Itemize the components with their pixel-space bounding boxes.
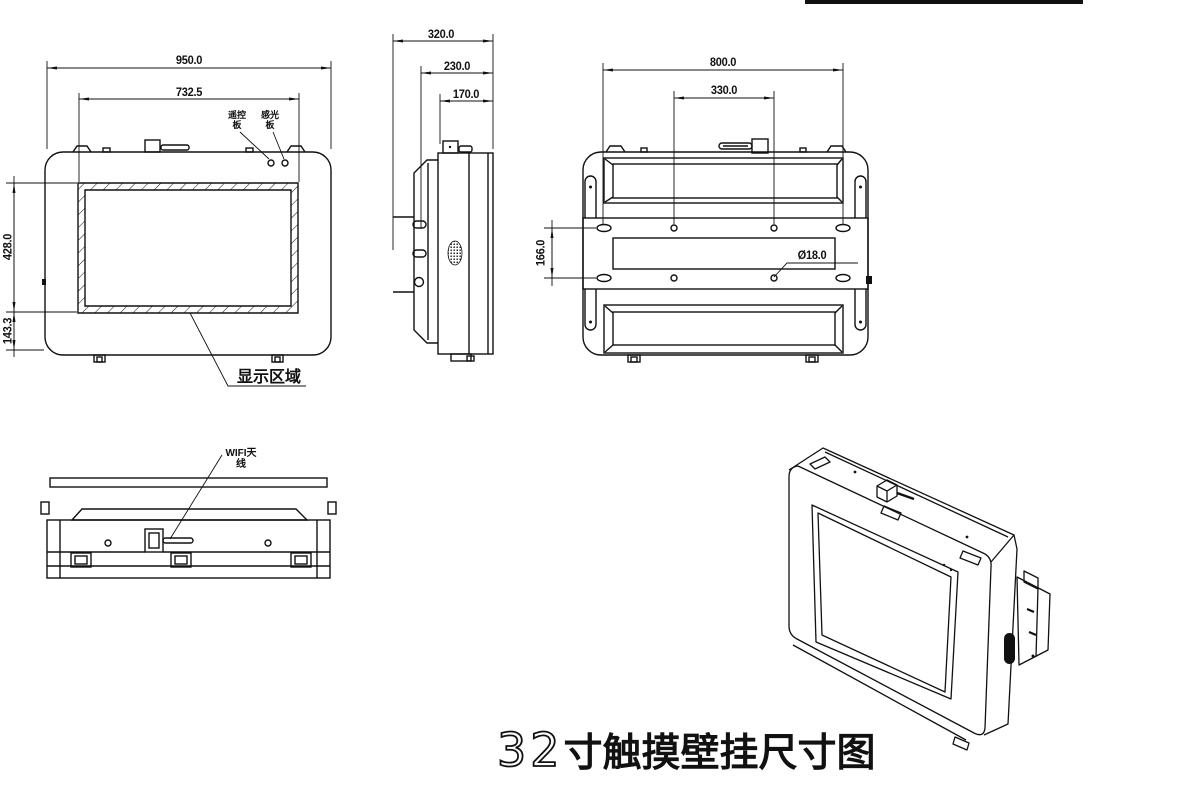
side-tab — [40, 501, 50, 515]
mount-hole — [770, 224, 778, 232]
bottom-vent-panel — [603, 304, 844, 354]
iso-top-clip — [809, 456, 831, 470]
foot — [450, 353, 472, 362]
dim-back-hole-span-height: 166.0 — [533, 239, 548, 267]
mount-hole — [670, 274, 678, 282]
screw-hole — [104, 539, 112, 547]
label-display-area: 显示区域 — [237, 369, 302, 386]
mount-slot — [596, 223, 612, 233]
recessed-band — [612, 237, 836, 270]
top-vent-panel — [603, 157, 844, 204]
display-area-leader — [189, 312, 306, 387]
iso-screen-bezel — [811, 504, 959, 700]
dim-front-bottom-offset: 143.3 — [0, 317, 15, 345]
foot — [627, 354, 641, 363]
back-view-body — [582, 138, 872, 363]
label-remote-board: 遥控 板 — [227, 110, 247, 130]
wifi-antenna-leader — [169, 454, 223, 540]
remote-board-leader — [239, 131, 270, 160]
hole-diameter-leader — [773, 262, 858, 278]
chamfered-panel — [70, 508, 309, 521]
bracket-slot — [412, 249, 427, 258]
iso-screen — [817, 512, 952, 693]
side-view-dimensions — [392, 34, 494, 250]
iso-foot — [952, 736, 970, 751]
clip — [290, 552, 312, 568]
side-view — [392, 34, 494, 362]
side-tab — [327, 501, 337, 515]
mount-slot — [835, 223, 851, 233]
clip — [170, 552, 192, 568]
dim-back-hole-span-width: 330.0 — [710, 83, 738, 97]
screw-hole — [264, 539, 272, 547]
label-wifi-antenna: WIFI天 线 — [225, 448, 257, 470]
dim-front-display-width: 732.5 — [175, 85, 203, 99]
back-view-dimensions — [544, 63, 858, 286]
dim-front-display-height: 428.0 — [0, 233, 15, 261]
bracket-hole — [413, 276, 425, 288]
top-view-body — [40, 477, 337, 579]
light-sensor-hole — [281, 159, 289, 167]
mount-slot — [835, 273, 851, 283]
isometric-view — [788, 447, 1051, 751]
iso-top-face — [788, 447, 1015, 563]
wifi-antenna-stub — [162, 537, 194, 544]
mount-hole — [670, 224, 678, 232]
front-view-dimensions — [6, 61, 332, 387]
clip — [70, 552, 92, 568]
front-view-body — [42, 139, 332, 363]
drawing-title-number: 32 — [496, 723, 564, 777]
side-view-body — [393, 140, 494, 362]
wifi-connector — [144, 139, 161, 153]
iso-mount-bracket — [1016, 576, 1051, 666]
iso-wifi-connector — [876, 479, 898, 503]
dim-back-mount-width: 800.0 — [709, 55, 737, 69]
dim-side-total-depth: 320.0 — [427, 27, 455, 41]
foot — [271, 354, 284, 363]
vesa-mount-plate — [582, 217, 869, 290]
top-view — [40, 454, 337, 579]
foot — [93, 354, 106, 363]
iso-top-clip — [880, 505, 902, 521]
front-view — [6, 61, 332, 387]
wifi-antenna-stub — [160, 144, 190, 151]
top-clip — [72, 145, 92, 153]
iso-front-face — [788, 465, 992, 736]
wifi-connector — [442, 140, 459, 154]
wifi-connector — [751, 138, 769, 154]
dim-side-body-depth: 230.0 — [443, 59, 471, 73]
drawing-title-text: 寸触摸壁挂尺寸图 — [563, 732, 876, 775]
mount-hole — [770, 274, 778, 282]
frame-border-fragment — [805, 0, 1083, 4]
dim-side-front-depth: 170.0 — [452, 87, 480, 101]
wifi-antenna-stub — [718, 142, 753, 150]
dim-front-overall-width: 950.0 — [175, 53, 203, 67]
foot — [805, 354, 819, 363]
drawing-title: 32寸触摸壁挂尺寸图 — [496, 726, 876, 777]
light-sensor-leader — [272, 131, 285, 160]
remote-sensor-hole — [267, 159, 275, 167]
iso-wifi-antenna — [896, 491, 915, 501]
top-clip — [286, 145, 306, 153]
dim-back-hole-diameter: Ø18.0 — [797, 248, 827, 262]
top-clip — [605, 145, 626, 153]
speaker-grille — [447, 240, 463, 266]
top-clip — [826, 145, 847, 153]
iso-top-clip — [959, 550, 982, 566]
top-view-dimensions — [169, 454, 223, 540]
bracket-slot — [412, 220, 427, 229]
display-area-hatch — [77, 182, 299, 314]
back-view — [544, 63, 872, 363]
iso-speaker-grille — [1004, 633, 1015, 664]
label-light-sensor: 感光 板 — [260, 110, 280, 130]
mount-slot — [596, 273, 612, 283]
